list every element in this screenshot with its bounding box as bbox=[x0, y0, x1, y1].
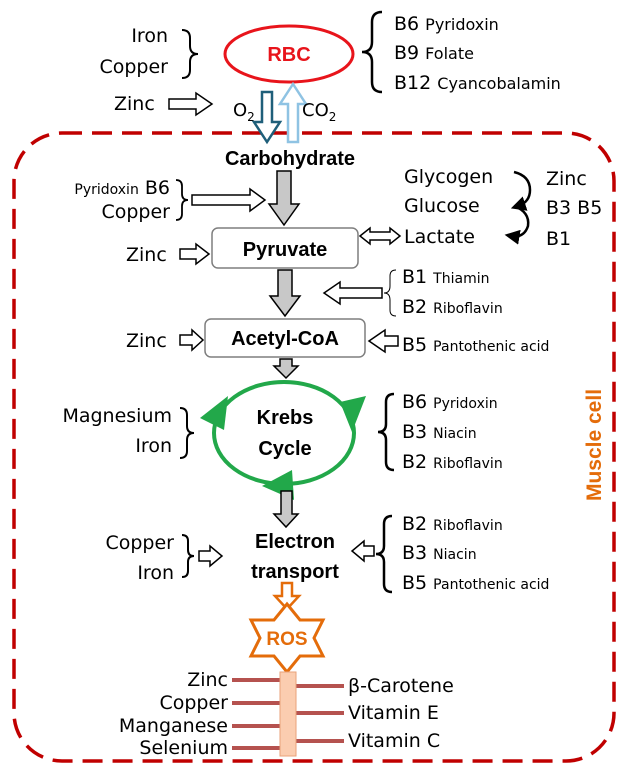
glucose-label: Glucose bbox=[404, 195, 480, 217]
antioxidant-selenium: Selenium bbox=[139, 737, 228, 759]
glycogen-glucose-curl-arrow bbox=[510, 170, 532, 211]
krebs-arrowhead-left bbox=[200, 396, 228, 430]
left-brace-rbc bbox=[181, 29, 199, 79]
co2-arrow bbox=[277, 81, 309, 144]
krebs-label-line2: Cycle bbox=[258, 438, 311, 460]
rbc-label: RBC bbox=[267, 44, 310, 66]
iron-electron-label: Iron bbox=[137, 562, 174, 584]
carb-input-arrow bbox=[191, 187, 267, 213]
krebs-left-brace bbox=[179, 407, 195, 459]
vitamin-b5-pantothenic: B5 Pantothenic acid bbox=[402, 334, 549, 356]
antioxidant-carotene: β-Carotene bbox=[348, 675, 454, 697]
electron-ros-arrow bbox=[272, 581, 302, 611]
svg-text:B12 Cyancobalamin: B12 Cyancobalamin bbox=[394, 72, 561, 94]
krebs-right-brace bbox=[377, 392, 395, 472]
carbohydrate-label: Carbohydrate bbox=[225, 148, 355, 170]
krebs-arrowhead-right bbox=[340, 396, 366, 432]
zinc-pyruvate-arrow bbox=[179, 242, 211, 266]
lactate-label: Lactate bbox=[404, 226, 475, 248]
o2-label: O2 bbox=[233, 100, 255, 124]
glycogen-label: Glycogen bbox=[404, 166, 493, 188]
flow-arrow-krebs-electron bbox=[272, 490, 300, 529]
ros-scavenger-bar bbox=[279, 671, 297, 757]
svg-text:B9 Folate: B9 Folate bbox=[394, 42, 474, 64]
pyruvate-box bbox=[211, 227, 359, 269]
thiamin-riboflavin-arrow bbox=[322, 280, 383, 306]
electron-right-arrow bbox=[350, 539, 375, 563]
copper-electron-label: Copper bbox=[105, 532, 174, 554]
muscle-cell-label: Muscle cell bbox=[583, 389, 606, 501]
muscle-cell-boundary bbox=[12, 131, 616, 763]
electron-left-brace bbox=[181, 534, 195, 578]
rbc-vitamin-b9: B9 Folate bbox=[394, 42, 474, 64]
electron-vitamin-b2: B2 Riboflavin bbox=[402, 513, 503, 535]
krebs-label-line1: Krebs bbox=[257, 407, 314, 429]
right-brace-rbc bbox=[361, 10, 383, 94]
antioxidant-manganese: Manganese bbox=[119, 715, 228, 737]
electron-vitamin-b3: B3 Niacin bbox=[402, 542, 477, 564]
antioxidant-copper: Copper bbox=[159, 692, 228, 714]
zinc-acetyl-arrow bbox=[179, 328, 205, 352]
vitamin-b2-riboflavin: B2 Riboflavin bbox=[402, 296, 503, 318]
glycogen-cofactor-b1: B1 bbox=[546, 228, 571, 250]
carb-input-line1: Pyridoxin B6 bbox=[74, 177, 170, 199]
carb-input-copper: Copper bbox=[101, 201, 170, 223]
rbc-vitamin-b12: B12 Cyancobalamin bbox=[394, 72, 561, 94]
krebs-vitamin-b2: B2 Riboflavin bbox=[402, 451, 503, 473]
glycogen-cofactor-b3b5: B3 B5 bbox=[546, 197, 602, 219]
electron-right-brace bbox=[375, 514, 393, 594]
electron-vitamin-b5: B5 Pantothenic acid bbox=[402, 572, 549, 594]
magnesium-label: Magnesium bbox=[62, 405, 172, 427]
flow-arrow-acetyl-krebs bbox=[272, 358, 300, 380]
zinc-pyruvate-label: Zinc bbox=[126, 244, 167, 266]
krebs-vitamin-b6: B6 Pyridoxin bbox=[402, 391, 498, 413]
electron-label-line1: Electron bbox=[255, 531, 335, 553]
antioxidant-vitamin-c: Vitamin C bbox=[348, 730, 440, 752]
rbc-vitamin-b6: B6 Pyridoxin bbox=[394, 13, 499, 35]
acetyl-coa-label: Acetyl-CoA bbox=[231, 328, 339, 350]
flow-arrow-pyruvate-acetyl bbox=[268, 269, 302, 318]
antioxidant-zinc: Zinc bbox=[187, 669, 228, 691]
electron-label-line2: transport bbox=[251, 561, 339, 583]
glycogen-cofactor-zinc: Zinc bbox=[546, 168, 587, 190]
ros-label: ROS bbox=[266, 629, 307, 650]
acetyl-coa-box bbox=[204, 318, 366, 358]
krebs-vitamin-b3: B3 Niacin bbox=[402, 421, 477, 443]
antioxidant-vitamin-e: Vitamin E bbox=[348, 702, 439, 724]
co2-label: CO2 bbox=[302, 100, 336, 124]
pantothenic-acetyl-arrow bbox=[367, 328, 399, 354]
thiamin-riboflavin-brace bbox=[383, 269, 397, 317]
svg-text:B6 Pyridoxin: B6 Pyridoxin bbox=[394, 13, 499, 35]
glucose-lactate-curl-arrow bbox=[504, 204, 530, 245]
flow-arrow-carb-pyruvate bbox=[267, 170, 301, 227]
krebs-cycle-ring bbox=[212, 380, 356, 486]
carb-input-brace bbox=[175, 179, 189, 221]
pyruvate-label: Pyruvate bbox=[243, 239, 328, 261]
pyruvate-lactate-double-arrow bbox=[358, 226, 402, 246]
zinc-acetyl-label: Zinc bbox=[126, 330, 167, 352]
o2-arrow bbox=[251, 90, 283, 145]
rbc-ellipse bbox=[223, 24, 355, 84]
vitamin-b1-thiamin: B1 Thiamin bbox=[402, 266, 489, 288]
electron-left-arrow bbox=[198, 544, 224, 568]
iron-krebs-label: Iron bbox=[135, 435, 172, 457]
iron-label: Iron bbox=[131, 25, 168, 47]
copper-label: Copper bbox=[99, 56, 168, 78]
zinc-top-label: Zinc bbox=[114, 93, 155, 115]
zinc-top-arrow bbox=[168, 91, 214, 117]
